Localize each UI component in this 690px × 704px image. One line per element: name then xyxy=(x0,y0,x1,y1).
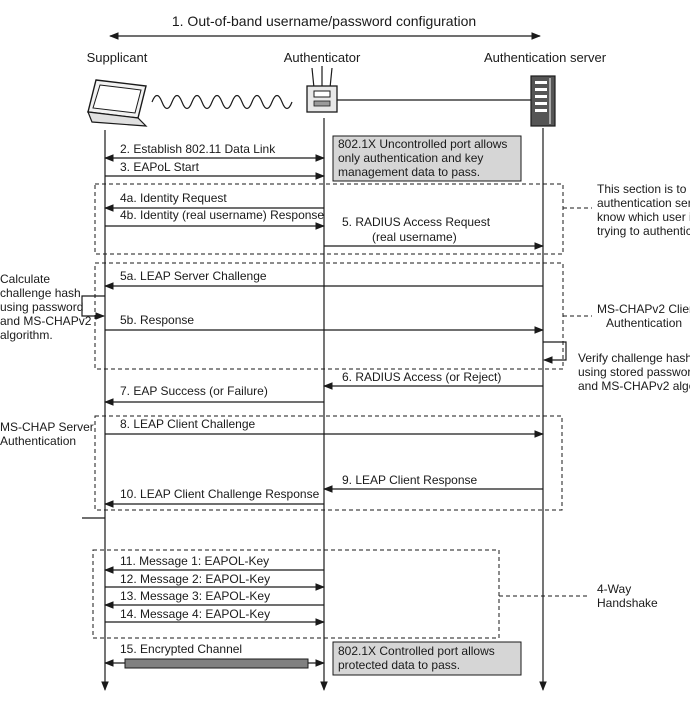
svg-text:trying to authentic: trying to authentic xyxy=(597,224,690,238)
svg-text:Authentication: Authentication xyxy=(0,434,76,448)
svg-text:Calculate: Calculate xyxy=(0,272,50,286)
svg-text:protected data to pass.: protected data to pass. xyxy=(338,658,460,672)
svg-text:and MS-CHAPv2 algor: and MS-CHAPv2 algor xyxy=(578,379,690,393)
svg-text:MS-CHAPv2 Client: MS-CHAPv2 Client xyxy=(597,302,690,316)
verify-note: Verify challenge hash using stored passw… xyxy=(578,351,690,393)
msg-5b-label: 5b. Response xyxy=(120,313,194,327)
msg-8-label: 8. LEAP Client Challenge xyxy=(120,417,256,431)
svg-text:management data to pass.: management data to pass. xyxy=(338,165,480,179)
svg-text:know which user i: know which user i xyxy=(597,210,690,224)
calc-note: Calculate challenge hash using password … xyxy=(0,272,92,342)
handshake-note: 4-Way Handshake xyxy=(597,582,658,610)
msg-6-label: 6. RADIUS Access (or Reject) xyxy=(342,370,501,384)
actor-authenticator-label: Authenticator xyxy=(284,50,361,65)
controlled-port-note: 802.1X Controlled port allows protected … xyxy=(332,641,522,676)
actor-supplicant-label: Supplicant xyxy=(87,50,148,65)
mschapv2-client-note: MS-CHAPv2 Client Authentication xyxy=(597,302,690,330)
laptop-icon xyxy=(87,79,148,127)
svg-text:4-Way: 4-Way xyxy=(597,582,631,596)
msg-5-sublabel: (real username) xyxy=(372,230,457,244)
svg-text:802.1X Uncontrolled port allow: 802.1X Uncontrolled port allows xyxy=(338,137,507,151)
svg-text:Authentication: Authentication xyxy=(606,316,682,330)
svg-text:authentication ser: authentication ser xyxy=(597,196,690,210)
svg-text:and MS-CHAPv2: and MS-CHAPv2 xyxy=(0,314,92,328)
msg-2-label: 2. Establish 802.11 Data Link xyxy=(120,142,276,156)
msg-4a-label: 4a. Identity Request xyxy=(120,191,227,205)
msg-11-label: 11. Message 1: EAPOL-Key xyxy=(120,554,269,568)
msg-15-label: 15. Encrypted Channel xyxy=(120,642,242,656)
msg-5a-label: 5a. LEAP Server Challenge xyxy=(120,269,267,283)
svg-text:MS-CHAP Server: MS-CHAP Server xyxy=(0,420,94,434)
svg-text:only authentication and key: only authentication and key xyxy=(338,151,483,165)
svg-text:algorithm.: algorithm. xyxy=(0,328,53,342)
msg-5-label: 5. RADIUS Access Request xyxy=(342,215,491,229)
calc-self-loop xyxy=(81,295,105,320)
msg-14-label: 14. Message 4: EAPOL-Key xyxy=(120,607,270,621)
handshake-section-box xyxy=(92,549,500,639)
msg-10-label: 10. LEAP Client Challenge Response xyxy=(120,487,320,501)
encrypted-channel-bar xyxy=(124,658,309,669)
msg-3-label: 3. EAPoL Start xyxy=(120,160,200,174)
svg-text:Handshake: Handshake xyxy=(597,596,658,610)
server-icon xyxy=(530,75,556,127)
section-note: This section is to authentication ser kn… xyxy=(597,182,690,238)
access-point-icon xyxy=(306,66,338,113)
uncontrolled-port-note: 802.1X Uncontrolled port allows only aut… xyxy=(332,135,522,182)
msg-12-label: 12. Message 2: EAPOL-Key xyxy=(120,572,270,586)
msg-7-label: 7. EAP Success (or Failure) xyxy=(120,384,268,398)
verify-self-loop xyxy=(543,341,567,364)
svg-text:Verify challenge hash: Verify challenge hash xyxy=(578,351,690,365)
mschap-server-section-box xyxy=(94,415,563,511)
svg-text:challenge hash: challenge hash xyxy=(0,286,81,300)
svg-text:using password: using password xyxy=(0,300,83,314)
msg-9-label: 9. LEAP Client Response xyxy=(342,473,478,487)
svg-text:This section is to: This section is to xyxy=(597,182,687,196)
msg-13-label: 13. Message 3: EAPOL-Key xyxy=(120,589,270,603)
actor-auth-server-label: Authentication server xyxy=(484,50,607,65)
wireless-signal-icon xyxy=(151,94,293,110)
msg-4b-label: 4b. Identity (real username) Response xyxy=(120,208,324,222)
diagram-title: 1. Out-of-band username/password configu… xyxy=(172,13,476,29)
svg-text:using stored passwor: using stored passwor xyxy=(578,365,690,379)
svg-text:802.1X Controlled port allows: 802.1X Controlled port allows xyxy=(338,644,495,658)
mschap-server-note: MS-CHAP Server Authentication xyxy=(0,420,94,448)
identity-section-box xyxy=(94,183,564,255)
